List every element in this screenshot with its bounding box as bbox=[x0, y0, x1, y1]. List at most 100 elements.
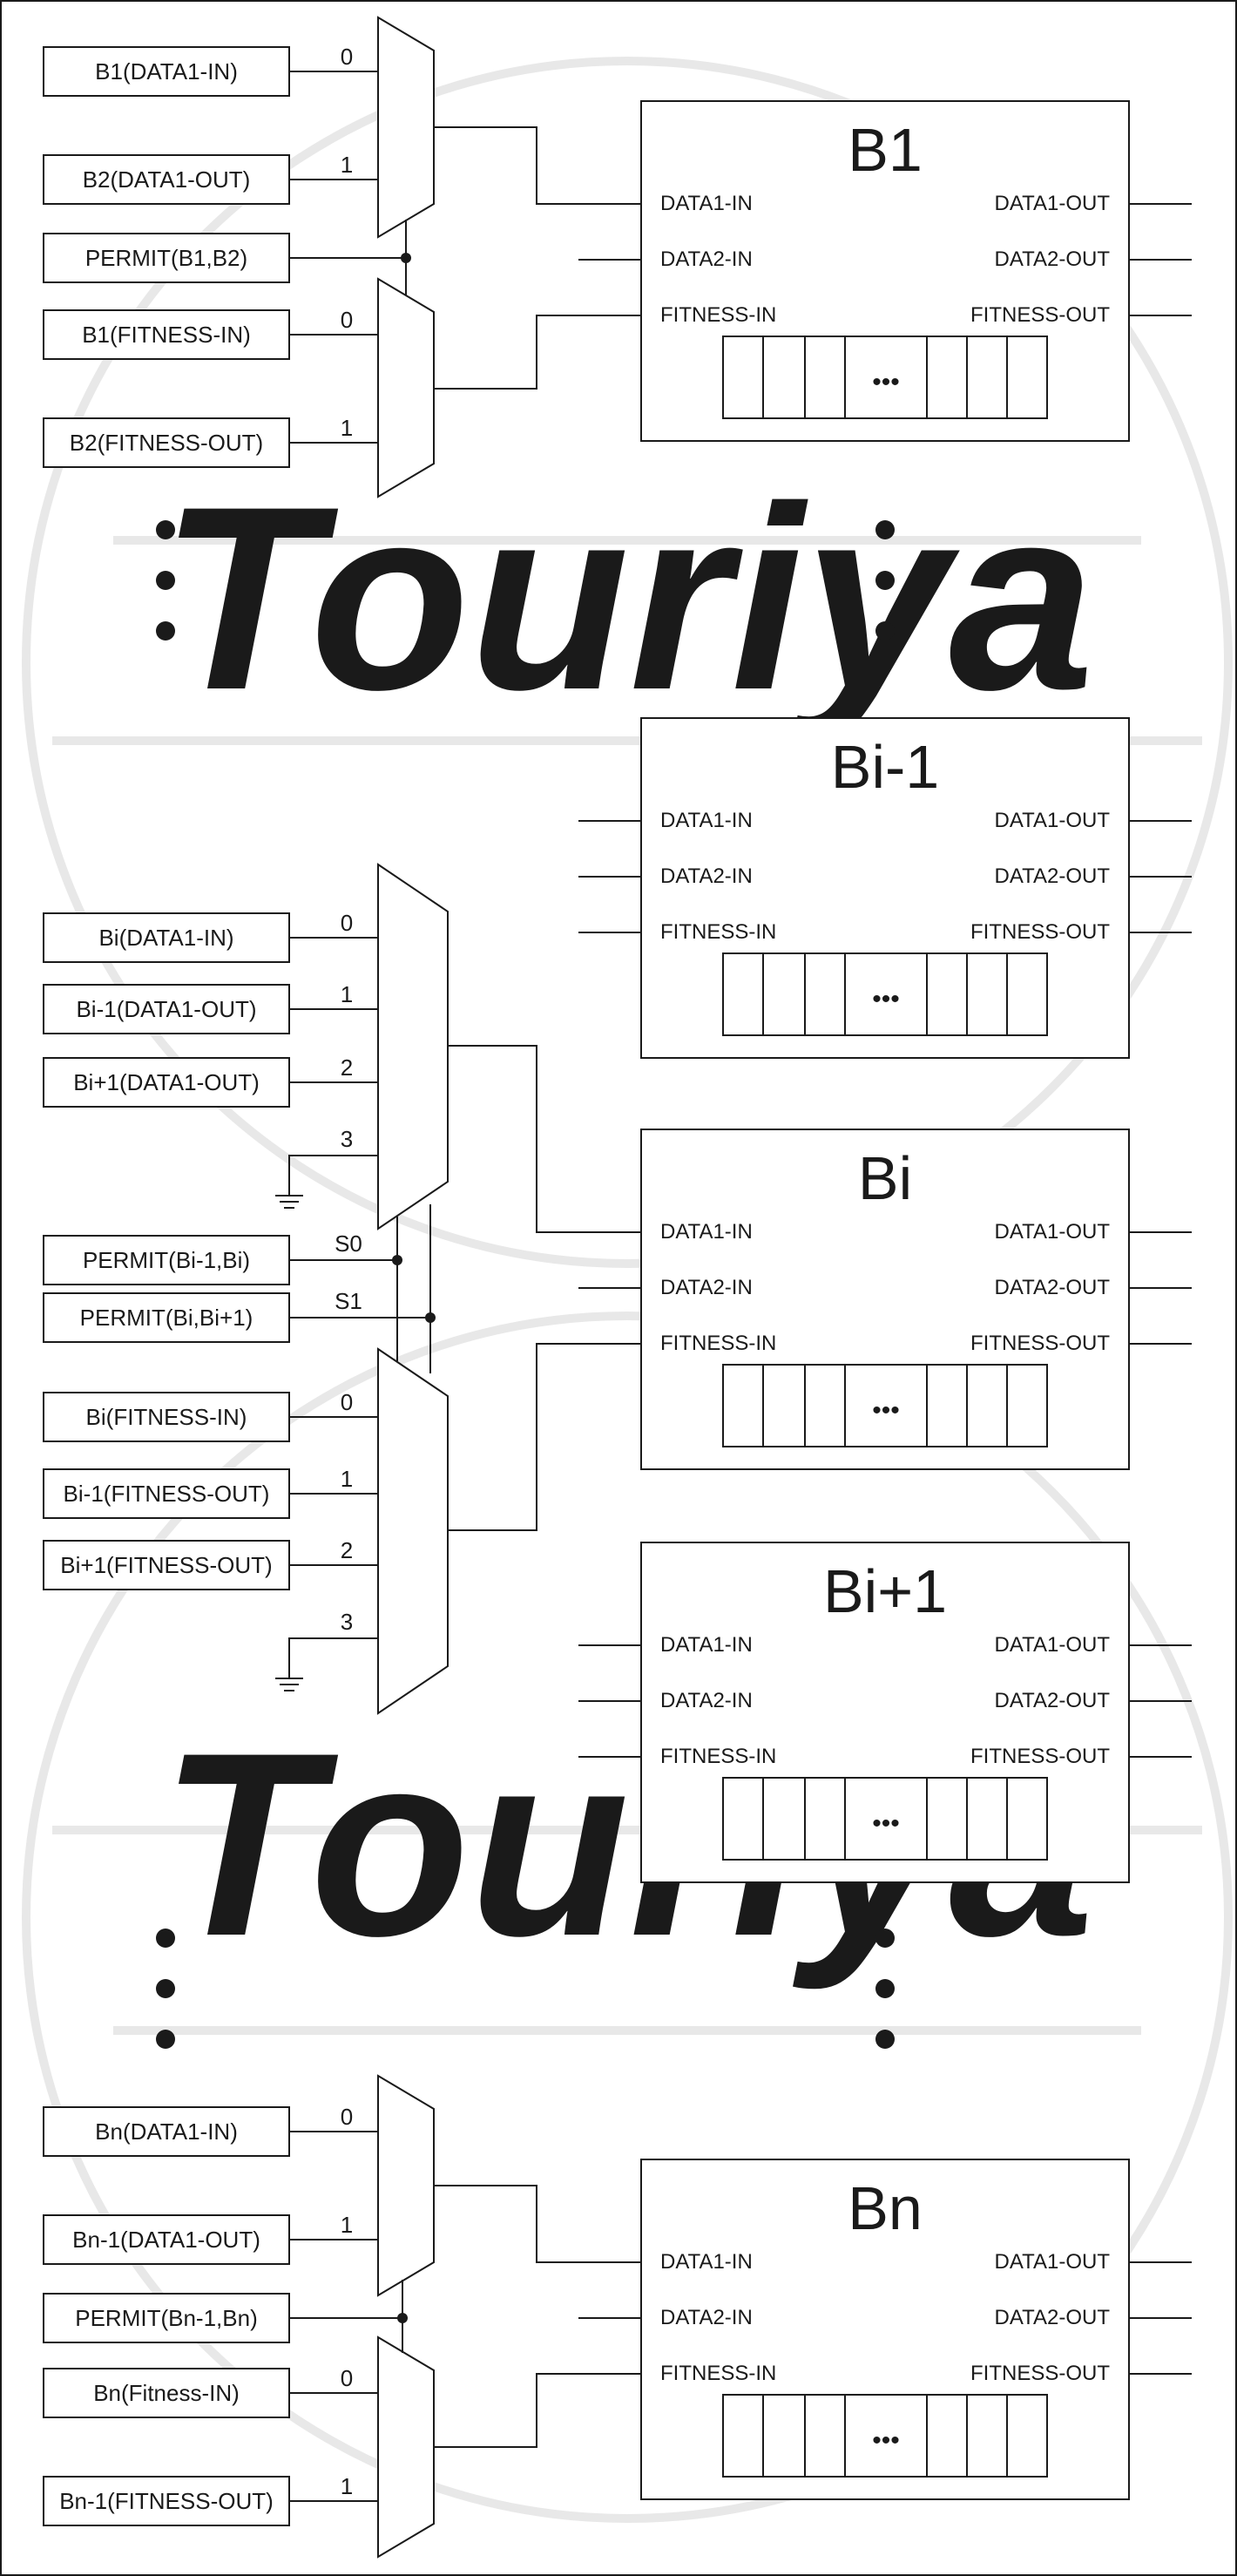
input-signal: Bn-1(DATA1-OUT) bbox=[43, 2214, 378, 2265]
select-index-label: 0 bbox=[341, 44, 353, 70]
input-signal: B1(FITNESS-IN) bbox=[43, 309, 378, 360]
register-array: ••• bbox=[722, 336, 1048, 419]
input-signal: PERMIT(Bi-1,Bi) bbox=[43, 1235, 397, 1285]
register-array: ••• bbox=[722, 1364, 1048, 1447]
fitness-multiplexer bbox=[377, 1347, 449, 1715]
register-frame bbox=[722, 336, 1048, 419]
input-label: PERMIT(Bi,Bi+1) bbox=[80, 1305, 253, 1331]
input-label: PERMIT(Bn-1,Bn) bbox=[75, 2305, 258, 2331]
input-signal: B2(FITNESS-OUT) bbox=[43, 417, 378, 468]
input-label: Bn-1(DATA1-OUT) bbox=[72, 2227, 260, 2253]
port-label-data2-in: DATA2-IN bbox=[660, 2306, 753, 2329]
port-label-data1-in: DATA1-IN bbox=[660, 1633, 753, 1657]
fitness-multiplexer bbox=[377, 2335, 435, 2559]
input-label-box bbox=[43, 984, 290, 1034]
input-signal: PERMIT(Bn-1,Bn) bbox=[43, 2293, 402, 2343]
select-index-label: 0 bbox=[341, 2104, 353, 2130]
watermark-circle-lower bbox=[22, 1312, 1233, 2523]
input-label: Bi+1(FITNESS-OUT) bbox=[60, 1552, 272, 1578]
junction-dot bbox=[401, 253, 411, 263]
port-label-data1-out: DATA1-OUT bbox=[995, 2250, 1111, 2274]
input-label: B1(DATA1-IN) bbox=[95, 58, 238, 85]
port-label-data2-in: DATA2-IN bbox=[660, 1276, 753, 1299]
continuation-dot bbox=[875, 621, 895, 641]
input-signal: Bi+1(DATA1-OUT) bbox=[43, 1057, 378, 1108]
register-array: ••• bbox=[722, 2394, 1048, 2478]
port-label-data2-in: DATA2-IN bbox=[660, 864, 753, 888]
select-index-label: 1 bbox=[341, 1466, 353, 1492]
register-ellipsis: ••• bbox=[872, 368, 900, 397]
select-index-label: 1 bbox=[341, 415, 353, 441]
input-signal: Bn(Fitness-IN) bbox=[43, 2368, 378, 2418]
port-label-fitness-in: FITNESS-IN bbox=[660, 1332, 776, 1355]
input-signal: Bi-1(DATA1-OUT) bbox=[43, 984, 378, 1034]
input-label: Bi+1(DATA1-OUT) bbox=[73, 1069, 260, 1095]
data-mux-output bbox=[434, 2185, 641, 2263]
port-label-fitness-out: FITNESS-OUT bbox=[970, 2362, 1110, 2385]
fitness-multiplexer bbox=[377, 277, 435, 498]
grounded-input-wire bbox=[288, 1155, 378, 1173]
port-label-fitness-out: FITNESS-OUT bbox=[970, 1332, 1110, 1355]
port-label-data2-out: DATA2-OUT bbox=[995, 2306, 1111, 2329]
input-signal: PERMIT(Bi,Bi+1) bbox=[43, 1292, 430, 1343]
select-index-label: 3 bbox=[341, 1609, 353, 1635]
input-label-box bbox=[43, 2106, 290, 2157]
register-array: ••• bbox=[722, 1777, 1048, 1861]
input-signal: B2(DATA1-OUT) bbox=[43, 154, 378, 205]
continuation-dot bbox=[156, 1979, 175, 1998]
input-signal: B1(DATA1-IN) bbox=[43, 46, 378, 97]
port-label-fitness-in: FITNESS-IN bbox=[660, 303, 776, 327]
port-label-fitness-in: FITNESS-IN bbox=[660, 920, 776, 944]
input-signal: Bi(DATA1-IN) bbox=[43, 912, 378, 963]
input-label-box bbox=[43, 1392, 290, 1442]
select-index-label: 0 bbox=[341, 1389, 353, 1415]
continuation-dot bbox=[875, 520, 895, 539]
select-index-label: 2 bbox=[341, 1537, 353, 1563]
select-index-label: 0 bbox=[341, 910, 353, 936]
register-ellipsis: ••• bbox=[872, 2426, 900, 2455]
input-label: B1(FITNESS-IN) bbox=[82, 322, 251, 348]
junction-dot bbox=[392, 1255, 402, 1265]
input-label-box bbox=[43, 233, 290, 283]
continuation-dot bbox=[875, 2030, 895, 2049]
register-frame bbox=[722, 952, 1048, 1036]
junction-dot bbox=[397, 2313, 408, 2323]
continuation-dot bbox=[156, 571, 175, 590]
data-multiplexer bbox=[377, 16, 435, 239]
register-ellipsis: ••• bbox=[872, 1396, 900, 1425]
ground-symbol bbox=[275, 1173, 303, 1209]
input-label-box bbox=[43, 2368, 290, 2418]
select-index-label: 0 bbox=[341, 307, 353, 333]
block-title: Bn bbox=[848, 2174, 923, 2242]
port-label-data1-in: DATA1-IN bbox=[660, 1220, 753, 1244]
port-label-data1-out: DATA1-OUT bbox=[995, 1633, 1111, 1657]
block-title: Bi-1 bbox=[831, 733, 939, 801]
select-index-label: 3 bbox=[341, 1126, 353, 1152]
register-frame bbox=[722, 1777, 1048, 1861]
fitness-mux-output bbox=[448, 1343, 641, 1531]
register-ellipsis: ••• bbox=[872, 985, 900, 1013]
continuation-dot bbox=[875, 571, 895, 590]
register-frame bbox=[722, 1364, 1048, 1447]
block-title: B1 bbox=[848, 116, 923, 184]
port-label-data1-out: DATA1-OUT bbox=[995, 192, 1111, 215]
input-signal: Bi+1(FITNESS-OUT) bbox=[43, 1540, 378, 1590]
port-label-data1-in: DATA1-IN bbox=[660, 192, 753, 215]
port-label-fitness-out: FITNESS-OUT bbox=[970, 920, 1110, 944]
data-mux-output bbox=[434, 126, 641, 205]
watermark: Touriya Touriya bbox=[22, 57, 1233, 2523]
select-signal-label: S0 bbox=[335, 1230, 362, 1257]
continuation-dot bbox=[156, 621, 175, 641]
register-frame bbox=[722, 2394, 1048, 2478]
watermark-circle-upper bbox=[22, 57, 1233, 1268]
select-index-label: 1 bbox=[341, 2212, 353, 2238]
input-signal: Bi-1(FITNESS-OUT) bbox=[43, 1468, 378, 1519]
port-label-data2-in: DATA2-IN bbox=[660, 247, 753, 271]
port-label-data2-out: DATA2-OUT bbox=[995, 1276, 1111, 1299]
input-label: Bn-1(FITNESS-OUT) bbox=[59, 2488, 274, 2514]
